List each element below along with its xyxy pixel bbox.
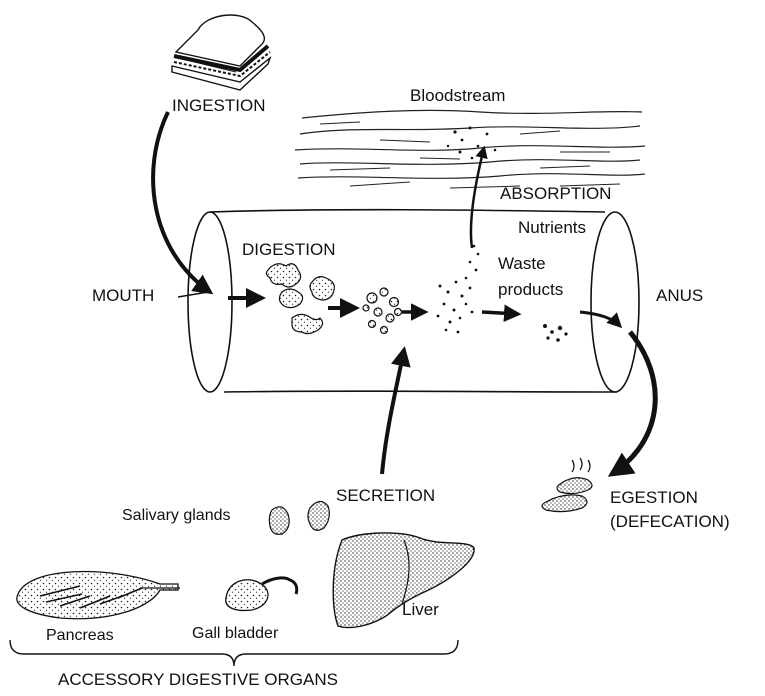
waste-label-line1: Waste <box>498 254 546 274</box>
gall-bladder-icon <box>226 578 297 611</box>
pancreas-label: Pancreas <box>46 626 114 646</box>
secretion-arrow <box>382 350 404 474</box>
ingestion-label: INGESTION <box>172 96 266 116</box>
digestion-label: DIGESTION <box>242 240 336 260</box>
accessory-organs-label: ACCESSORY DIGESTIVE ORGANS <box>58 670 338 690</box>
mouth-arrow <box>178 292 208 297</box>
anus-arrow <box>580 312 620 326</box>
gall-bladder-label: Gall bladder <box>192 624 278 644</box>
pancreas-icon <box>17 572 180 619</box>
waste-label-line2: products <box>498 280 563 300</box>
bloodstream-vessel <box>295 110 645 188</box>
bloodstream-label: Bloodstream <box>410 86 505 106</box>
egestion-arrow <box>612 332 655 474</box>
waste-particles <box>543 324 568 342</box>
secretion-label: SECRETION <box>336 486 435 506</box>
egestion-label-line2: (DEFECATION) <box>610 512 730 532</box>
nutrient-dots-in-tube <box>437 245 480 334</box>
food-particles-icon <box>266 264 401 334</box>
anus-label: ANUS <box>656 286 703 306</box>
nutrients-label: Nutrients <box>518 218 586 238</box>
liver-label: Liver <box>402 600 439 620</box>
nutrient-dots-in-blood <box>447 127 497 160</box>
egestion-label-line1: EGESTION <box>610 488 698 508</box>
ingestion-arrow <box>153 112 210 292</box>
mouth-label: MOUTH <box>92 286 154 306</box>
absorption-label: ABSORPTION <box>500 184 611 204</box>
waste-arrow <box>482 312 518 314</box>
salivary-glands-icon <box>269 501 329 534</box>
sandwich-icon <box>172 15 270 90</box>
feces-icon <box>542 458 592 512</box>
salivary-glands-label: Salivary glands <box>122 506 231 526</box>
